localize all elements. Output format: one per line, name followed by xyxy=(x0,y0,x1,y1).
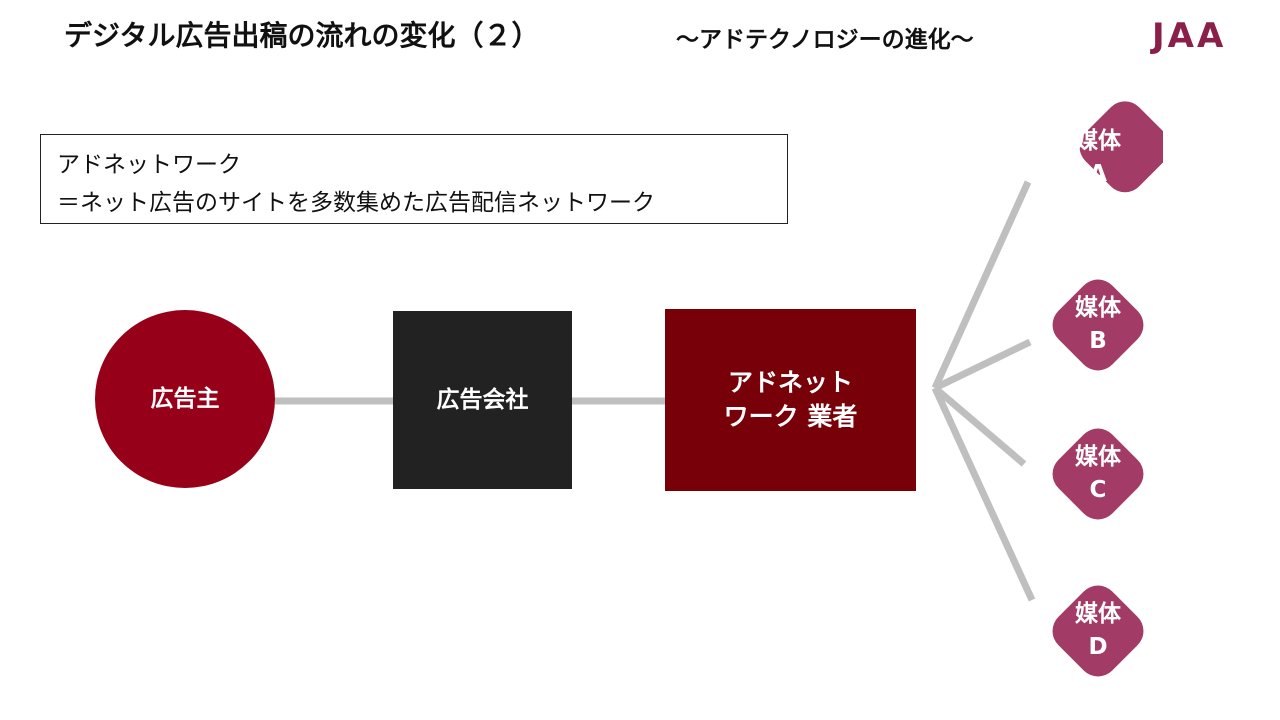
definition-description: ＝ネット広告のサイトを多数集めた広告配信ネットワーク xyxy=(57,190,655,216)
connector-network-media-a xyxy=(931,180,1032,390)
connector-network-media-d xyxy=(931,386,1036,602)
media-d-letter: D xyxy=(1088,634,1108,660)
definition-term: アドネットワーク xyxy=(57,152,241,178)
media-c-shape xyxy=(1052,428,1144,520)
media-b-letter: B xyxy=(1089,328,1107,354)
media-b-name: 媒体 xyxy=(1075,294,1121,321)
media-node-d: 媒体 D xyxy=(1033,566,1163,696)
ad-network-label-line2: ワーク 業者 xyxy=(723,402,858,431)
connector-network-media-c xyxy=(932,385,1027,467)
media-d-name: 媒体 xyxy=(1075,600,1121,627)
media-a-letter: A xyxy=(1089,161,1107,187)
connector-network-media-b xyxy=(933,338,1032,392)
media-node-a: 媒体 A xyxy=(1033,93,1163,223)
media-b-shape xyxy=(1052,279,1144,371)
advertiser-node: 広告主 xyxy=(95,310,275,488)
ad-network-label-line1: アドネット xyxy=(727,368,853,398)
jaa-logo: JAA xyxy=(1152,16,1227,56)
media-a-name: 媒体 xyxy=(1075,127,1121,154)
definition-box: アドネットワーク ＝ネット広告のサイトを多数集めた広告配信ネットワーク xyxy=(40,134,788,224)
advertiser-label: 広告主 xyxy=(150,385,220,412)
media-c-name: 媒体 xyxy=(1075,443,1121,470)
ad-network-node: アドネット ワーク 業者 xyxy=(665,309,916,491)
media-c-letter: C xyxy=(1089,477,1107,503)
media-d-shape xyxy=(1052,585,1144,677)
agency-label: 広告会社 xyxy=(436,386,529,413)
media-a-shape xyxy=(1079,101,1163,193)
page-subtitle: ～アドテクノロジーの進化～ xyxy=(676,27,974,53)
agency-node: 広告会社 xyxy=(393,311,572,489)
media-node-c: 媒体 C xyxy=(1033,409,1163,539)
page-title: デジタル広告出稿の流れの変化（２） xyxy=(64,19,540,52)
media-node-b: 媒体 B xyxy=(1033,260,1163,390)
